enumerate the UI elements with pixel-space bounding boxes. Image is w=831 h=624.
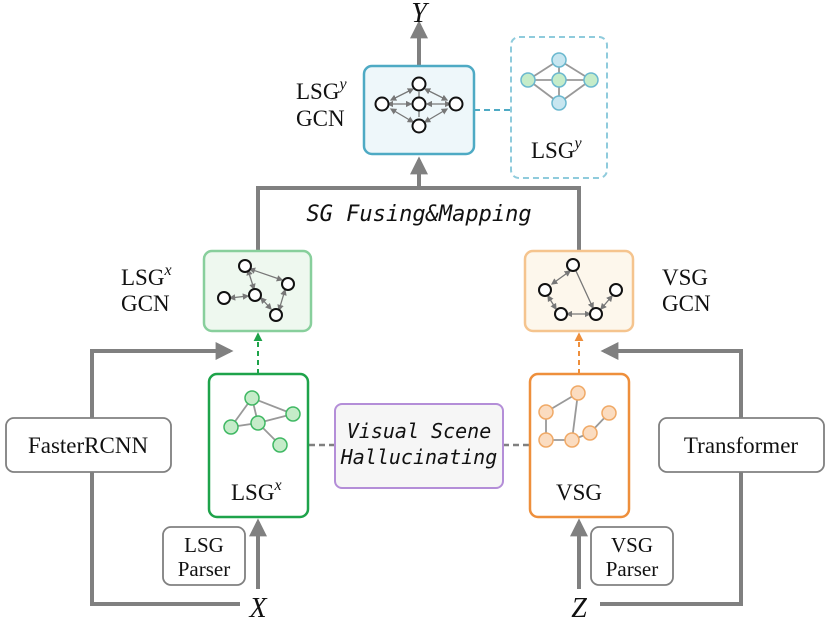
graph-node: [538, 283, 552, 297]
lsg-x-gcn-sup: x: [163, 262, 171, 279]
graph-node: [551, 95, 567, 111]
graph-node: [248, 288, 262, 302]
lsg-y-sup: y: [572, 135, 582, 152]
connector-lines: [90, 20, 743, 606]
y-label: Y: [411, 0, 430, 29]
vsg-gcn-label: VSG: [662, 265, 708, 290]
transformer-box: Transformer: [658, 417, 825, 473]
vsg-parser-box: VSG Parser: [590, 526, 674, 586]
graph-node: [551, 52, 567, 68]
graph-node: [250, 415, 266, 431]
lsg-x-gcn-label: LSG: [121, 265, 164, 290]
graph-node: [272, 437, 288, 453]
vsg-gcn-sub: GCN: [662, 291, 711, 316]
graph-node: [601, 405, 617, 421]
lsg-y-gcn-sub: GCN: [296, 106, 345, 131]
graph-node: [583, 72, 599, 88]
graph-node: [285, 406, 301, 422]
graph-node: [269, 308, 283, 322]
graph-node: [374, 96, 390, 112]
hallucinating-line1: Visual Scene: [347, 419, 492, 443]
graph-node: [582, 425, 598, 441]
sg-fusing-label: SG Fusing&Mapping: [306, 202, 531, 227]
graph-node: [281, 277, 295, 291]
graph-node: [448, 96, 464, 112]
lsg-parser-line2: Parser: [178, 557, 230, 581]
graph-node: [551, 72, 567, 88]
svg-text:LSGy: LSGy: [296, 76, 347, 104]
z-label: Z: [571, 593, 587, 624]
lsg-y-label: LSG: [531, 138, 574, 163]
graph-node: [223, 419, 239, 435]
graph-node: [520, 72, 536, 88]
vsg-parser-line1: VSG: [611, 533, 653, 557]
svg-text:LSGy: LSGy: [531, 135, 582, 163]
svg-text:LSGx: LSGx: [231, 477, 282, 505]
fasterrcnn-path: [90, 342, 240, 606]
vsg-label: VSG: [556, 480, 602, 505]
lsg-x-label: LSG: [231, 480, 274, 505]
graph-node: [609, 283, 623, 297]
transformer-path: [600, 342, 743, 606]
fasterrcnn-label: FasterRCNN: [28, 433, 149, 458]
lsg-x-box: LSGx: [207, 372, 310, 519]
lsg-y-box: LSGy: [510, 36, 608, 179]
graph-node: [411, 76, 427, 92]
vsg-box: VSG: [528, 372, 631, 519]
lsg-parser-line1: LSG: [184, 533, 224, 557]
x-label: X: [248, 593, 267, 624]
hallucinating-box: Visual Scene Hallucinating: [334, 403, 504, 489]
lsg-x-gcn-box: [202, 249, 313, 333]
graph-node: [411, 118, 427, 134]
graph-node: [217, 291, 231, 305]
graph-node: [554, 307, 568, 321]
graph-node: [589, 307, 603, 321]
lsg-x-gcn-sub: GCN: [121, 291, 170, 316]
graph-node: [411, 96, 427, 112]
graph-node: [538, 432, 554, 448]
fasterrcnn-box: FasterRCNN: [5, 417, 172, 473]
graph-node: [570, 385, 586, 401]
lsg-parser-box: LSG Parser: [162, 526, 246, 586]
hallucinating-line2: Hallucinating: [340, 445, 498, 469]
graph-node: [538, 404, 554, 420]
lsg-y-gcn-label: LSG: [296, 79, 339, 104]
transformer-label: Transformer: [684, 433, 798, 458]
lsg-y-gcn-box: [362, 64, 476, 156]
graph-node: [238, 259, 252, 273]
vsg-gcn-box: [523, 249, 635, 333]
lsg-x-sup: x: [273, 477, 281, 494]
graph-node: [564, 432, 580, 448]
graph-node: [566, 258, 580, 272]
svg-text:LSGx: LSGx: [121, 262, 172, 290]
lsg-y-gcn-sup: y: [337, 76, 347, 93]
vsg-parser-line2: Parser: [606, 557, 658, 581]
graph-node: [244, 390, 260, 406]
